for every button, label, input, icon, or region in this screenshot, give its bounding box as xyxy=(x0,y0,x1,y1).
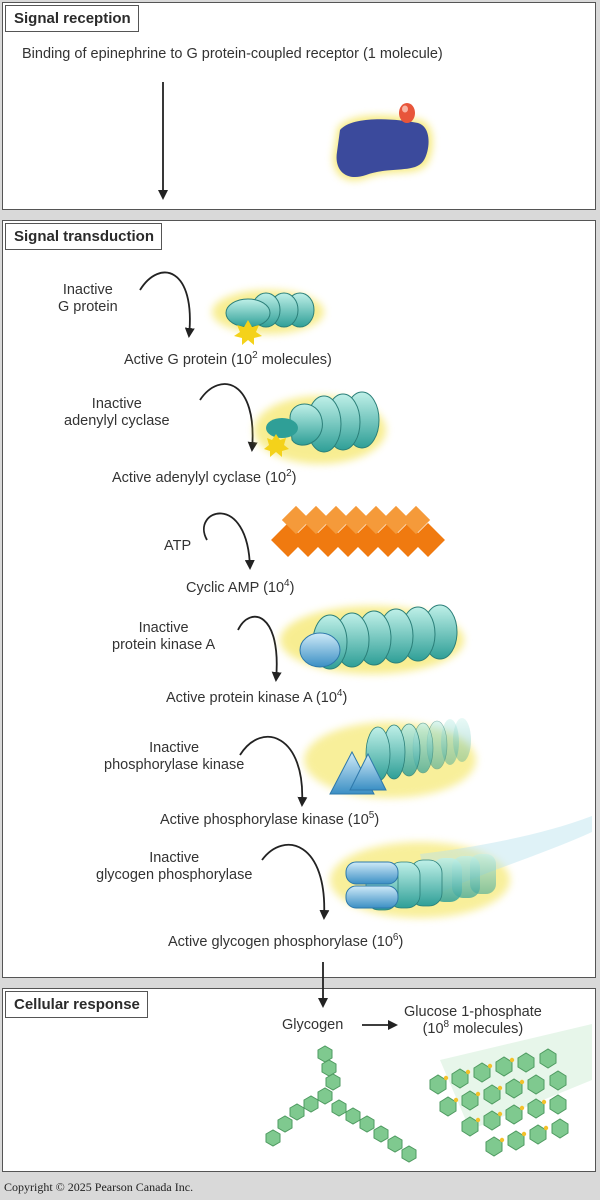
step5-exponent: 5 xyxy=(368,810,375,821)
step5-inactive-line1: Inactive xyxy=(149,740,200,756)
step3-arrow xyxy=(203,512,255,570)
step2-arrow xyxy=(199,383,258,452)
glycogen-phosphorylase-icon xyxy=(330,816,592,918)
glucose-line2-prefix: (10 xyxy=(422,1021,444,1037)
step6-arrow xyxy=(261,843,330,920)
step1-active-text: Active G protein (10 xyxy=(124,352,253,368)
step2-active-text: Active adenylyl cyclase (10 xyxy=(112,470,287,486)
step5-active-text: Active phosphorylase kinase (10 xyxy=(160,812,369,828)
step4-exponent: 4 xyxy=(336,688,343,699)
glycogen-label: Glycogen xyxy=(282,1017,344,1033)
step6-inactive-line2: glycogen phosphorylase xyxy=(96,867,253,883)
reception-caption: Binding of epinephrine to G protein-coup… xyxy=(22,46,443,62)
step5-active-suffix: ) xyxy=(374,812,380,828)
step2-inactive-line2: adenylyl cyclase xyxy=(64,413,170,429)
glucose-exponent: 8 xyxy=(443,1019,450,1030)
step5-arrow xyxy=(239,736,308,807)
step6-active-text: Active glycogen phosphorylase (10 xyxy=(168,934,393,950)
signal-reception-title: Signal reception xyxy=(5,5,139,32)
step3-active-text: Cyclic AMP (10 xyxy=(186,580,285,596)
step3-active-label: Cyclic AMP (104) xyxy=(186,578,295,597)
step2-exponent: 2 xyxy=(286,468,292,479)
step1-inactive-label: Inactive G protein xyxy=(58,282,118,316)
step4-inactive-line2: protein kinase A xyxy=(112,637,216,653)
step2-inactive-line1: Inactive xyxy=(91,396,142,412)
step1-inactive-line2: G protein xyxy=(58,299,118,315)
signal-reception-panel: Signal reception xyxy=(2,2,596,210)
phosphorylase-kinase-icon xyxy=(304,718,476,798)
step1-arrow xyxy=(139,271,195,338)
step6-active-suffix: ) xyxy=(398,934,404,950)
signal-transduction-panel: Signal transduction xyxy=(2,220,596,978)
step4-inactive-label: Inactive protein kinase A xyxy=(112,620,215,654)
glucose-line1: Glucose 1-phosphate xyxy=(404,1004,542,1020)
step4-arrow xyxy=(237,615,282,682)
step3-inactive-label: ATP xyxy=(164,538,192,554)
step6-exponent: 6 xyxy=(392,932,399,943)
receptor-icon xyxy=(333,103,433,181)
step6-inactive-line1: Inactive xyxy=(149,850,200,866)
g-protein-icon xyxy=(212,290,324,345)
glycogen-icon xyxy=(265,1045,417,1163)
step2-active-label: Active adenylyl cyclase (102) xyxy=(112,468,297,487)
step4-inactive-line1: Inactive xyxy=(138,620,189,636)
copyright-notice: Copyright © 2025 Pearson Canada Inc. xyxy=(4,1180,194,1194)
step4-active-text: Active protein kinase A (10 xyxy=(166,690,337,706)
glucose-line2-suffix: molecules) xyxy=(449,1021,524,1037)
cyclic-amp-icon xyxy=(271,505,445,557)
signal-transduction-title: Signal transduction xyxy=(5,223,163,250)
cellular-response-title: Cellular response xyxy=(5,991,148,1018)
step6-active-label: Active glycogen phosphorylase (106) xyxy=(168,932,404,951)
step3-exponent: 4 xyxy=(284,578,290,589)
step6-inactive-label: Inactive glycogen phosphorylase xyxy=(96,850,252,884)
protein-kinase-a-icon xyxy=(280,604,464,674)
step4-active-label: Active protein kinase A (104) xyxy=(166,688,348,707)
step5-active-label: Active phosphorylase kinase (105) xyxy=(160,810,380,829)
adenylyl-cyclase-icon xyxy=(254,391,386,464)
step1-active-suffix: molecules) xyxy=(257,352,332,368)
step2-active-suffix: ) xyxy=(291,470,297,486)
glucose-1-phosphate-label: Glucose 1-phosphate (108 molecules) xyxy=(404,1004,542,1038)
step5-inactive-label: Inactive phosphorylase kinase xyxy=(104,740,244,774)
step1-active-label: Active G protein (102 molecules) xyxy=(124,350,332,369)
step1-exponent: 2 xyxy=(252,350,258,361)
step3-active-suffix: ) xyxy=(289,580,295,596)
step2-inactive-label: Inactive adenylyl cyclase xyxy=(64,396,170,430)
step4-active-suffix: ) xyxy=(342,690,348,706)
step1-inactive-line1: Inactive xyxy=(62,282,113,298)
glucose-1-phosphate-icon xyxy=(429,1024,592,1157)
step5-inactive-line2: phosphorylase kinase xyxy=(104,757,245,773)
